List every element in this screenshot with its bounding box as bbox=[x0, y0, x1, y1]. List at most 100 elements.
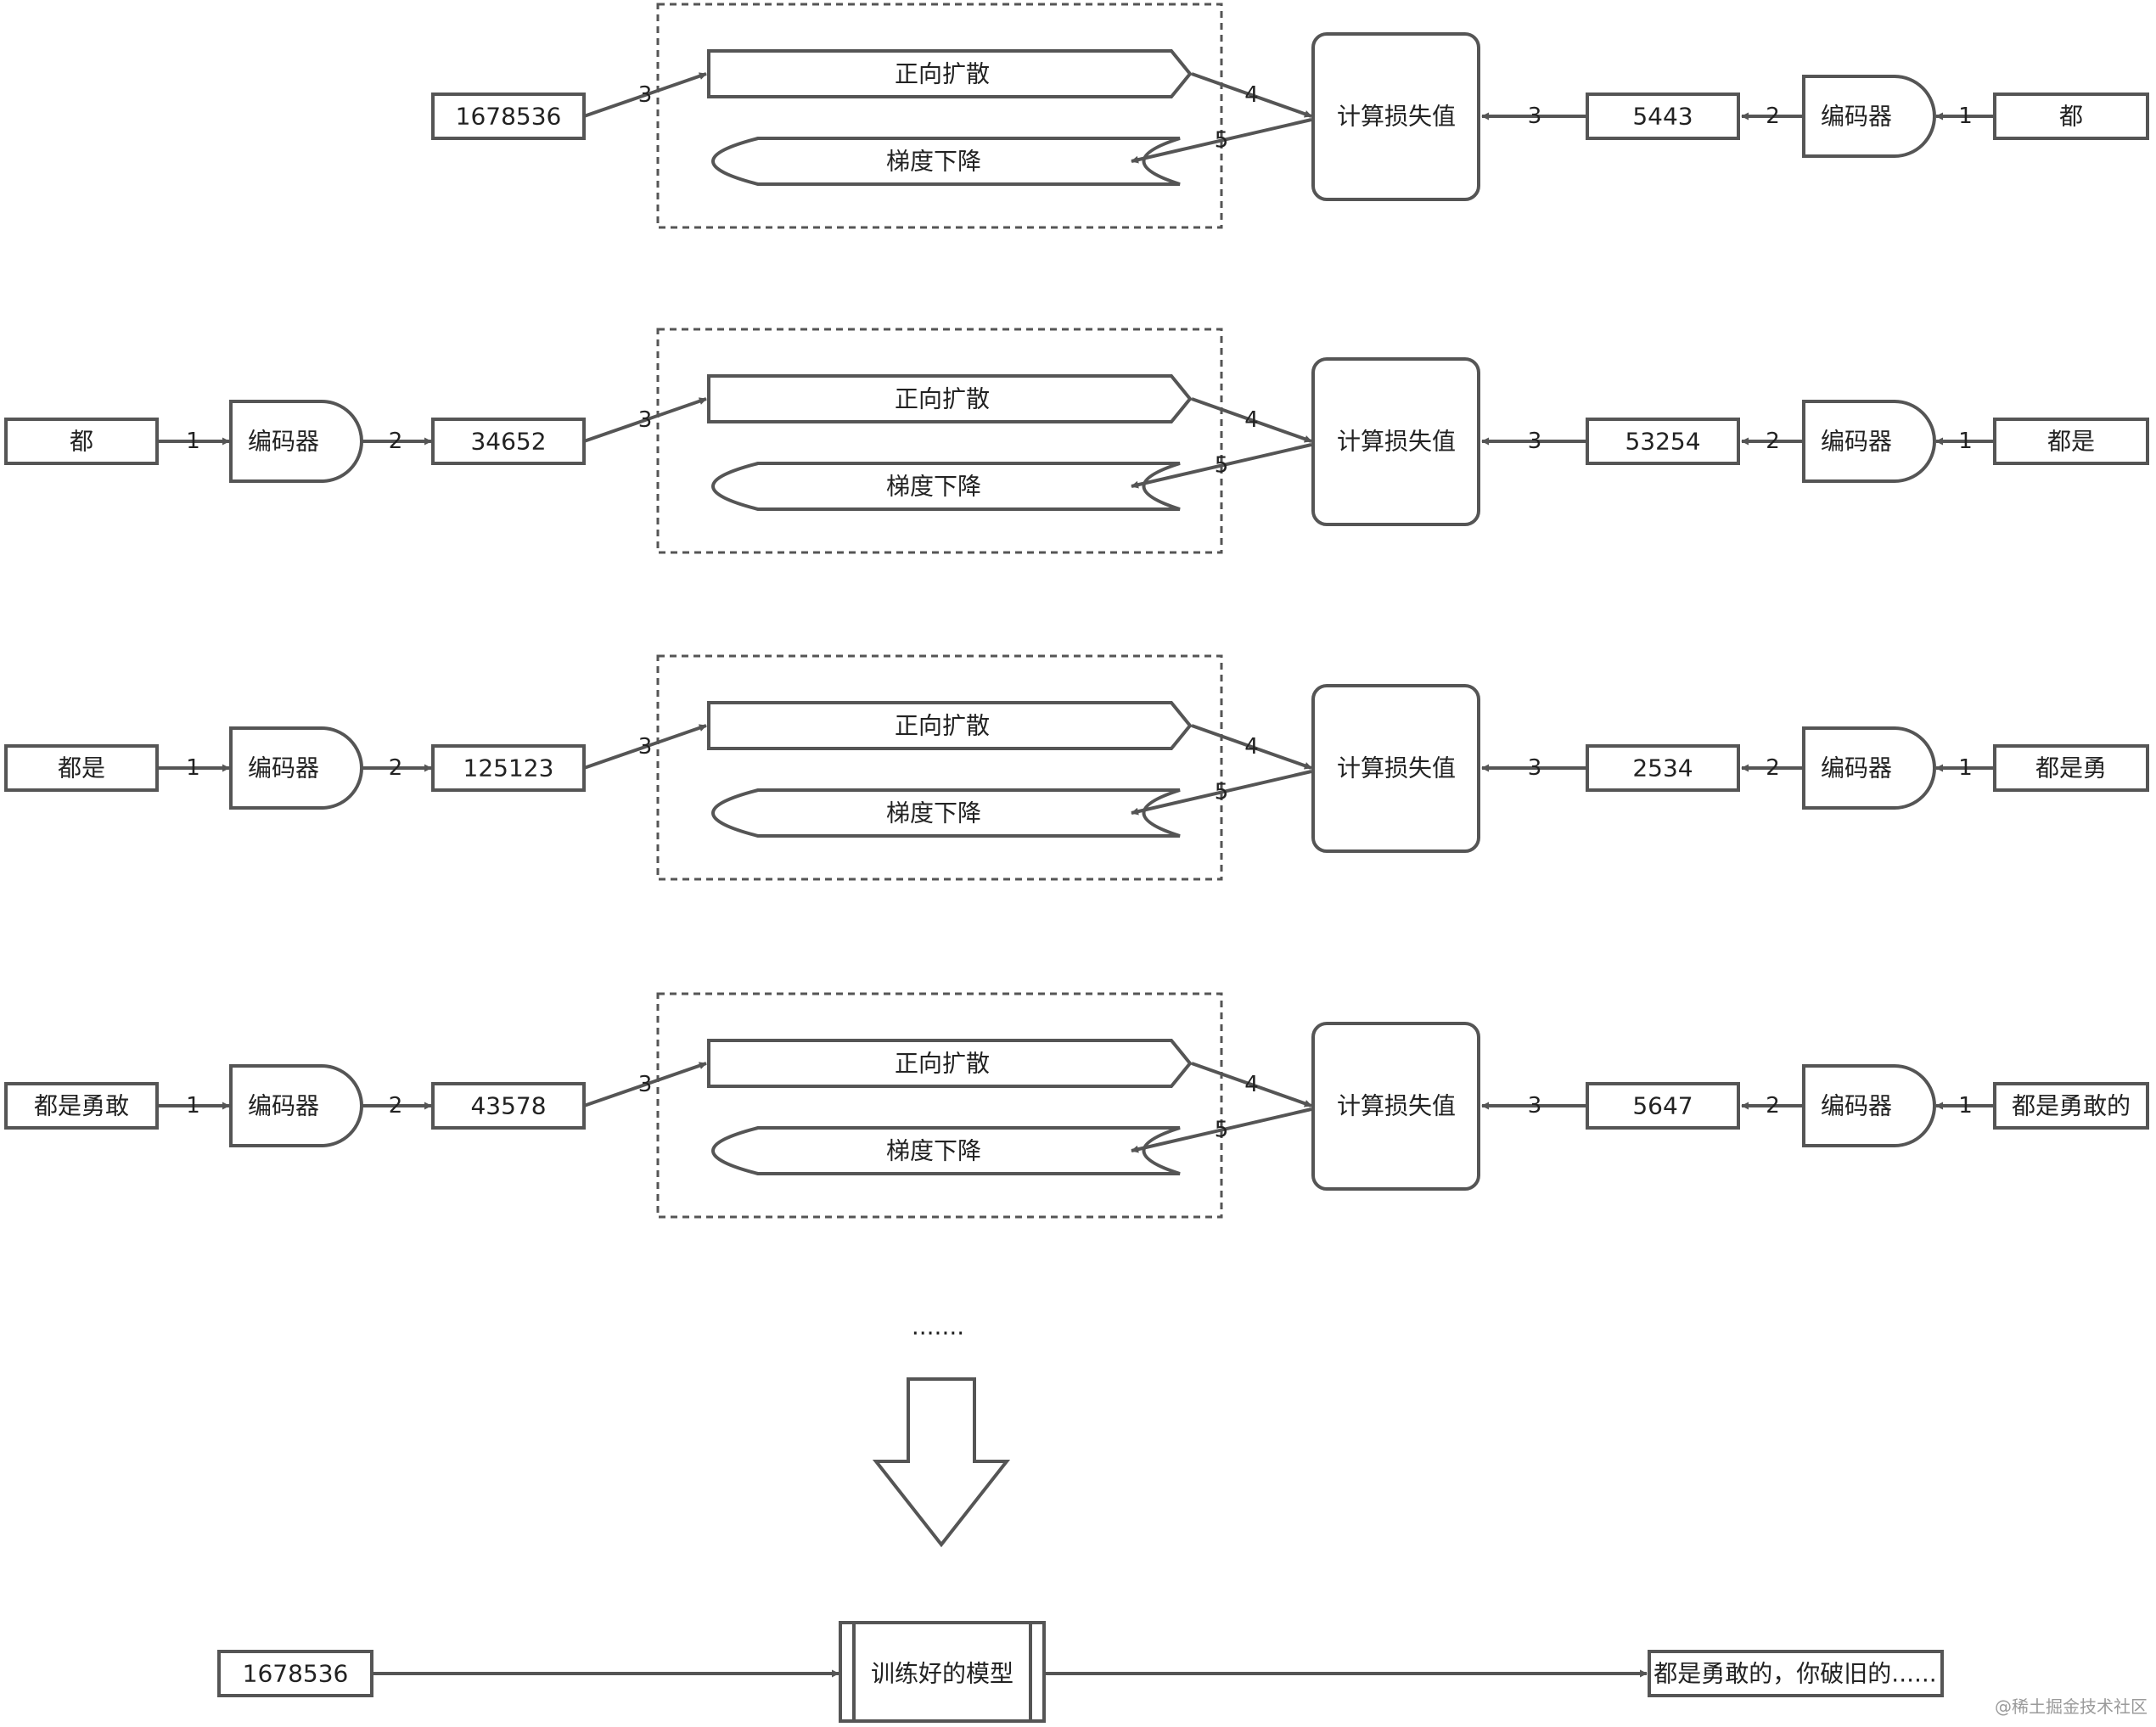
target-encoder-label: 编码器 bbox=[1821, 1092, 1892, 1120]
row-arrow-3: 3 bbox=[583, 1062, 707, 1107]
row-input-box bbox=[4, 1082, 159, 1130]
row-arrow-2: 2 bbox=[360, 429, 432, 454]
target-arrow-2-label: 2 bbox=[1766, 104, 1780, 129]
row-arrow-3-label: 3 bbox=[638, 82, 653, 108]
target-arrow-2-label: 2 bbox=[1766, 755, 1780, 781]
step-5-arrow: 5 bbox=[1131, 118, 1312, 164]
row-arrow-3: 3 bbox=[583, 72, 707, 118]
step-4-arrow-line bbox=[1191, 724, 1312, 770]
row-arrow-1-label: 1 bbox=[186, 755, 200, 781]
target-arrow-3-label: 3 bbox=[1528, 104, 1542, 129]
trained-model-label: 训练好的模型 bbox=[871, 1660, 1013, 1688]
target-encoder-shape bbox=[1802, 726, 1936, 810]
step-4-arrow-label: 4 bbox=[1244, 82, 1259, 108]
row-input-text: 都是 bbox=[58, 754, 105, 782]
target-arrow-1: 1 bbox=[1935, 429, 1995, 454]
target-vector-text: 5443 bbox=[1632, 103, 1693, 131]
target-vector-box bbox=[1586, 93, 1740, 140]
target-arrow-2: 2 bbox=[1741, 1093, 1804, 1119]
row-arrow-1-label: 1 bbox=[186, 429, 200, 454]
row-arrow-1-label: 1 bbox=[186, 1093, 200, 1119]
target-arrow-2: 2 bbox=[1741, 104, 1804, 129]
step-4-arrow: 4 bbox=[1191, 72, 1312, 118]
watermark: @稀土掘金技术社区 bbox=[1995, 1696, 2148, 1717]
row-vector-text: 34652 bbox=[470, 428, 546, 456]
down-arrow-icon bbox=[872, 1377, 1011, 1548]
row-left-encoder: 编码器 bbox=[229, 1064, 363, 1147]
target-encoder-label: 编码器 bbox=[1821, 754, 1892, 782]
target-arrow-1: 1 bbox=[1935, 104, 1995, 129]
row-arrow-3: 3 bbox=[583, 724, 707, 770]
target-text-box bbox=[1993, 93, 2149, 140]
step-5-arrow-label: 5 bbox=[1215, 1118, 1229, 1143]
loss-label: 计算损失值 bbox=[1337, 1092, 1456, 1120]
step-5-arrow-line bbox=[1131, 443, 1312, 489]
target-encoder: 编码器 bbox=[1802, 75, 1936, 158]
step-4-arrow-line bbox=[1191, 72, 1312, 118]
target-arrow-3: 3 bbox=[1481, 104, 1587, 129]
target-arrow-2-label: 2 bbox=[1766, 429, 1780, 454]
step-4-arrow-line bbox=[1191, 1062, 1312, 1107]
row-arrow-1: 1 bbox=[157, 1093, 230, 1119]
forward-diffusion-label: 正向扩散 bbox=[895, 1050, 990, 1078]
step-5-arrow-line bbox=[1131, 1107, 1312, 1153]
step-5-arrow: 5 bbox=[1131, 443, 1312, 489]
forward-diffusion-shape bbox=[707, 701, 1193, 750]
target-arrow-3-label: 3 bbox=[1528, 429, 1542, 454]
continuation-ellipsis: ....... bbox=[912, 1313, 964, 1341]
target-vector-text: 53254 bbox=[1625, 428, 1700, 456]
step-5-arrow: 5 bbox=[1131, 1107, 1312, 1153]
target-arrow-2: 2 bbox=[1741, 755, 1804, 781]
inference-input-text: 1678536 bbox=[243, 1660, 349, 1688]
gradient-descent-shape bbox=[711, 137, 1181, 186]
row-arrow-3-label: 3 bbox=[638, 1072, 653, 1097]
inference-input-box bbox=[217, 1650, 373, 1697]
target-arrow-3: 3 bbox=[1481, 755, 1587, 781]
loss-box bbox=[1311, 357, 1480, 526]
inference-output-text: 都是勇敢的，你破旧的...... bbox=[1653, 1660, 1936, 1688]
row-left-encoder-label: 编码器 bbox=[248, 1092, 319, 1120]
forward-diffusion-label: 正向扩散 bbox=[895, 60, 990, 88]
gradient-descent-shape bbox=[711, 788, 1181, 838]
row-left-encoder: 编码器 bbox=[229, 400, 363, 483]
target-text: 都 bbox=[2059, 103, 2083, 131]
training-step-container bbox=[656, 3, 1223, 229]
row-arrow-3-label: 3 bbox=[638, 734, 653, 760]
row-left-encoder-shape bbox=[229, 1064, 363, 1147]
target-encoder: 编码器 bbox=[1802, 726, 1936, 810]
row-input-box bbox=[4, 418, 159, 465]
target-text: 都是 bbox=[2047, 428, 2095, 456]
step-4-arrow: 4 bbox=[1191, 724, 1312, 770]
row-left-encoder-shape bbox=[229, 400, 363, 483]
target-text: 都是勇敢的 bbox=[2012, 1092, 2131, 1120]
row-vector-box bbox=[431, 1082, 586, 1130]
row-arrow-2: 2 bbox=[360, 1093, 432, 1119]
row-arrow-2-label: 2 bbox=[389, 755, 403, 781]
row-vector-text: 125123 bbox=[463, 754, 554, 782]
target-arrow-3-label: 3 bbox=[1528, 1093, 1542, 1119]
gradient-descent-label: 梯度下降 bbox=[886, 148, 981, 176]
training-step-container bbox=[656, 328, 1223, 554]
forward-diffusion-shape bbox=[707, 374, 1193, 423]
row-left-encoder-label: 编码器 bbox=[248, 428, 319, 456]
target-arrow-1-label: 1 bbox=[1958, 104, 1973, 129]
step-4-arrow-label: 4 bbox=[1244, 1072, 1259, 1097]
target-arrow-1: 1 bbox=[1935, 1093, 1995, 1119]
step-4-arrow-label: 4 bbox=[1244, 407, 1259, 433]
target-encoder: 编码器 bbox=[1802, 400, 1936, 483]
target-vector-text: 5647 bbox=[1632, 1092, 1693, 1120]
forward-diffusion-label: 正向扩散 bbox=[895, 712, 990, 740]
row-input-text: 都 bbox=[70, 428, 93, 456]
row-arrow-3-line bbox=[583, 724, 707, 770]
target-arrow-3: 3 bbox=[1481, 429, 1587, 454]
target-arrow-3: 3 bbox=[1481, 1093, 1587, 1119]
row-arrow-3: 3 bbox=[583, 397, 707, 443]
step-5-arrow-label: 5 bbox=[1215, 128, 1229, 154]
loss-label: 计算损失值 bbox=[1337, 103, 1456, 131]
target-arrow-2-label: 2 bbox=[1766, 1093, 1780, 1119]
row-left-encoder-shape bbox=[229, 726, 363, 810]
